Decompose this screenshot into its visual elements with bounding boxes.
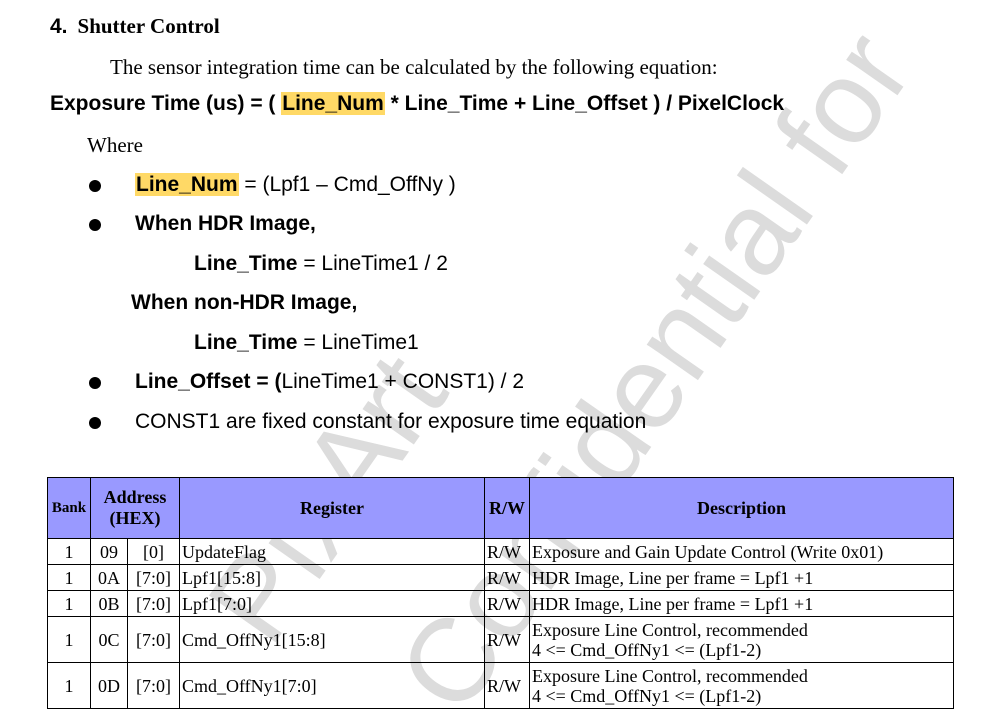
header-description: Description: [529, 477, 954, 539]
description-line2: 4 <= Cmd_OffNy1 <= (Lpf1-2): [532, 639, 762, 660]
table-row: 1 0C [7:0] Cmd_OffNy1[15:8] R/W Exposure…: [47, 616, 954, 663]
cell-register: Lpf1[15:8]: [179, 564, 485, 591]
non-hdr-line-time-formula: = LineTime1: [297, 331, 419, 354]
hdr-line-time-term: Line_Time: [194, 252, 298, 275]
cell-bits: [7:0]: [127, 662, 180, 709]
bullet-dot: [89, 219, 101, 231]
cell-rw: R/W: [484, 538, 530, 565]
section-heading: 4. Shutter Control: [50, 14, 220, 39]
cell-register: Lpf1[7:0]: [179, 590, 485, 617]
non-hdr-line-time: Line_Time = LineTime1: [194, 331, 419, 355]
cell-addr: 0D: [90, 662, 128, 709]
equation-left: Exposure Time (us) = (: [50, 92, 282, 115]
cell-addr: 0B: [90, 590, 128, 617]
cell-addr: 09: [90, 538, 128, 565]
table-row: 1 0A [7:0] Lpf1[15:8] R/W HDR Image, Lin…: [47, 564, 954, 591]
cell-addr: 0C: [90, 616, 128, 663]
bullet-line-num: Line_Num = (Lpf1 – Cmd_OffNy ): [135, 173, 456, 197]
section-title: Shutter Control: [77, 14, 220, 38]
exposure-equation: Exposure Time (us) = ( Line_Num * Line_T…: [50, 92, 784, 116]
description-line2: 4 <= Cmd_OffNy1 <= (Lpf1-2): [532, 685, 762, 706]
header-register: Register: [179, 477, 485, 539]
header-rw: R/W: [484, 477, 530, 539]
cell-rw: R/W: [484, 616, 530, 663]
line-offset-term: Line_Offset = (: [135, 370, 282, 393]
line-num-term: Line_Num: [135, 173, 239, 196]
header-address: Address (HEX): [90, 477, 180, 539]
cell-register: Cmd_OffNy1[15:8]: [179, 616, 485, 663]
intro-text: The sensor integration time can be calcu…: [110, 55, 718, 79]
table-row: 1 0D [7:0] Cmd_OffNy1[7:0] R/W Exposure …: [47, 662, 954, 709]
const-note: CONST1 are fixed constant for exposure t…: [135, 410, 647, 433]
equation-highlight-line-num: Line_Num: [281, 92, 385, 115]
table-row: 1 0B [7:0] Lpf1[7:0] R/W HDR Image, Line…: [47, 590, 954, 617]
cell-register: Cmd_OffNy1[7:0]: [179, 662, 485, 709]
bullet-dot: [89, 417, 101, 429]
cell-bank: 1: [47, 538, 91, 565]
cell-bits: [7:0]: [127, 616, 180, 663]
cell-description: Exposure Line Control, recommended 4 <= …: [529, 662, 954, 709]
cell-description: HDR Image, Line per frame = Lpf1 +1: [529, 590, 954, 617]
section-number: 4.: [50, 15, 68, 38]
cell-rw: R/W: [484, 590, 530, 617]
cell-description: Exposure Line Control, recommended 4 <= …: [529, 616, 954, 663]
non-hdr-heading: When non-HDR Image,: [131, 291, 358, 314]
cell-register: UpdateFlag: [179, 538, 485, 565]
cell-bank: 1: [47, 590, 91, 617]
cell-bank: 1: [47, 564, 91, 591]
bullet-dot: [89, 377, 101, 389]
where-label: Where: [87, 133, 143, 157]
cell-bank: 1: [47, 616, 91, 663]
cell-bits: [7:0]: [127, 564, 180, 591]
cell-description: HDR Image, Line per frame = Lpf1 +1: [529, 564, 954, 591]
description-line1: Exposure Line Control, recommended: [532, 619, 808, 640]
bullet-dot: [89, 180, 101, 192]
cell-rw: R/W: [484, 662, 530, 709]
cell-bits: [0]: [127, 538, 180, 565]
cell-description: Exposure and Gain Update Control (Write …: [529, 538, 954, 565]
cell-rw: R/W: [484, 564, 530, 591]
equation-right: * Line_Time + Line_Offset ) / PixelClock: [384, 92, 785, 115]
hdr-heading: When HDR Image,: [135, 212, 316, 235]
table-row: 1 09 [0] UpdateFlag R/W Exposure and Gai…: [47, 538, 954, 565]
non-hdr-line-time-term: Line_Time: [194, 331, 298, 354]
cell-addr: 0A: [90, 564, 128, 591]
line-num-formula: = (Lpf1 – Cmd_OffNy ): [238, 173, 456, 196]
cell-bits: [7:0]: [127, 590, 180, 617]
description-line1: Exposure Line Control, recommended: [532, 665, 808, 686]
cell-bank: 1: [47, 662, 91, 709]
hdr-line-time-formula: = LineTime1 / 2: [297, 252, 448, 275]
hdr-line-time: Line_Time = LineTime1 / 2: [194, 252, 448, 276]
header-address-label: Address (HEX): [103, 487, 167, 528]
line-offset-formula: LineTime1 + CONST1) / 2: [281, 370, 525, 393]
header-bank: Bank: [47, 477, 91, 539]
register-table: Bank Address (HEX) Register R/W Descript…: [47, 477, 954, 709]
bullet-line-offset: Line_Offset = (LineTime1 + CONST1) / 2: [135, 370, 524, 394]
